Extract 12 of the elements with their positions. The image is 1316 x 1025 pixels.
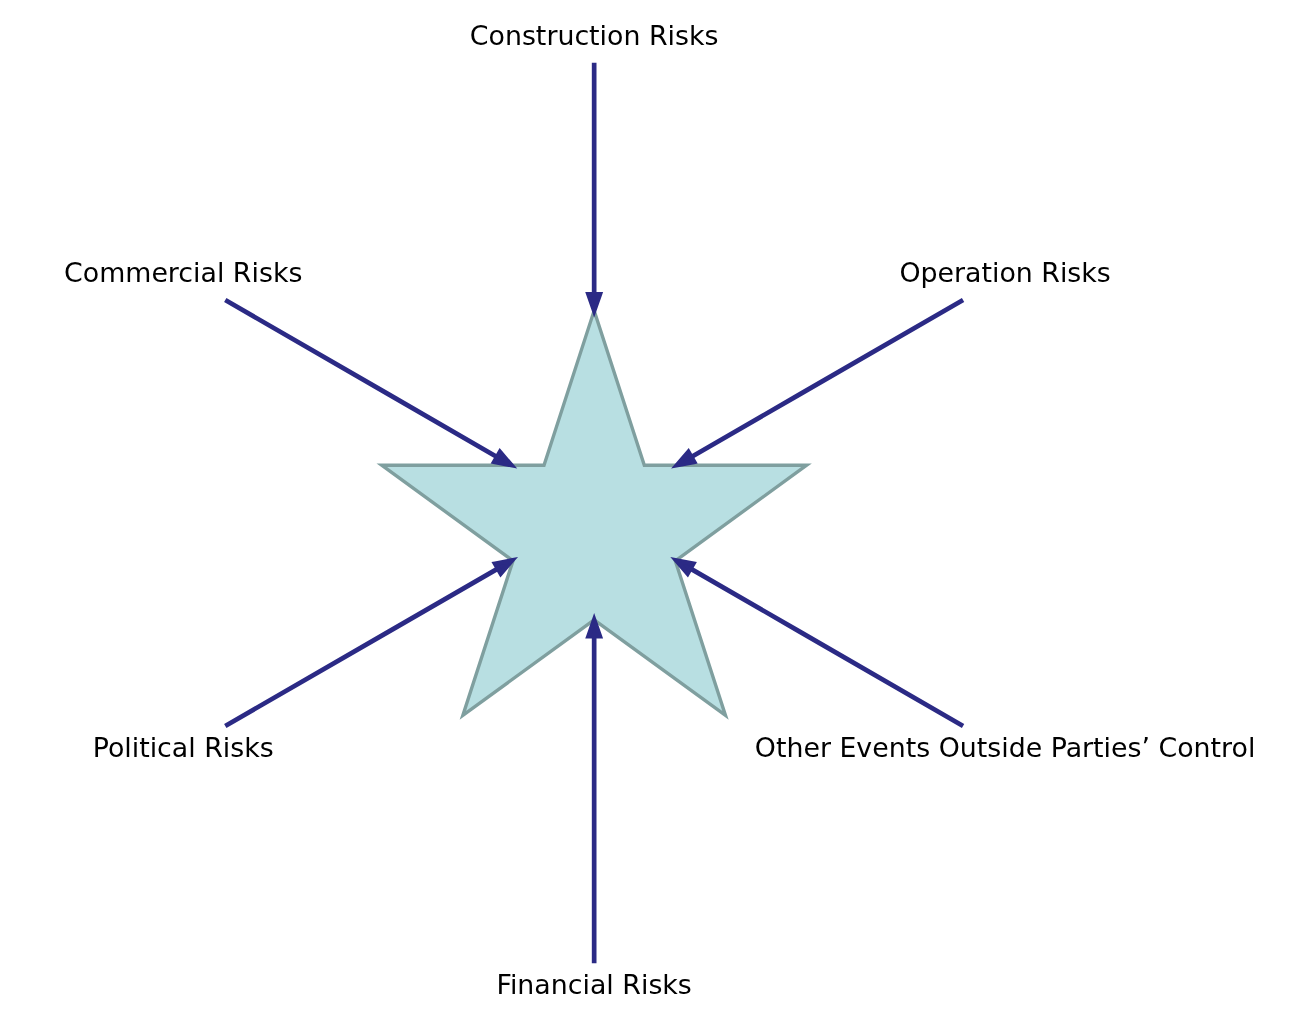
- node-text: Commercial Risks: [63, 256, 302, 288]
- arrow: [670, 297, 964, 469]
- node-text: Political Risks: [92, 731, 274, 763]
- arrow: [584, 612, 603, 963]
- arrow: [669, 556, 964, 728]
- arrow: [223, 297, 517, 469]
- arrow: [223, 556, 518, 728]
- node-text: Operation Risks: [898, 256, 1111, 288]
- node-text: Financial Risks: [495, 968, 692, 1000]
- node-text: Construction Risks: [469, 19, 718, 51]
- arrow: [584, 62, 603, 318]
- node-text: Other Events Outside Parties’ Control: [754, 731, 1255, 763]
